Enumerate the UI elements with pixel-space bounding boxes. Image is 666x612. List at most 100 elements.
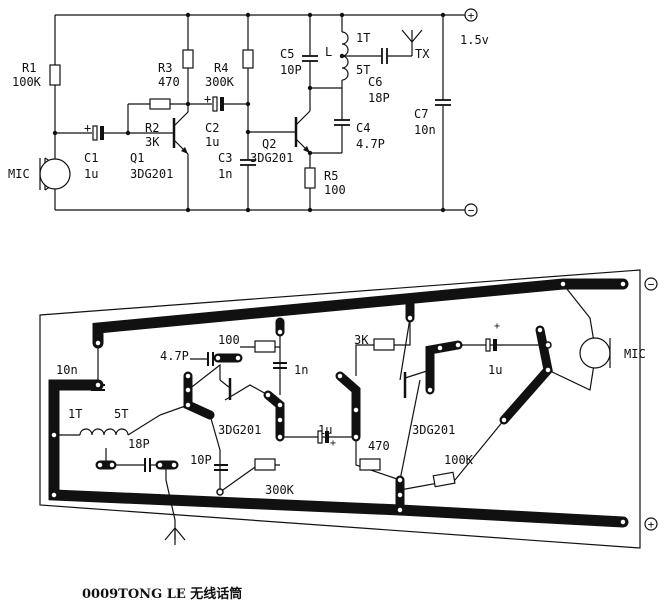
pcb-mic-pad-track [499, 325, 553, 425]
pcb-r2-resistor [373, 338, 395, 351]
pcb-c7-label: 10n [56, 363, 78, 377]
pcb-q2-base-lead [187, 363, 221, 391]
q1-collector [173, 111, 189, 127]
node-q2-base-feed [245, 101, 251, 107]
c4-value: 4.7P [356, 137, 385, 151]
q2-emitter-arrow [303, 146, 310, 153]
pcb-pads [50, 280, 627, 526]
c7-value: 10n [414, 123, 436, 137]
pcb-negative-terminal [644, 277, 658, 291]
pcb-r4-label: 300K [265, 483, 295, 497]
r4-value: 300K [205, 75, 235, 89]
pcb-r5-label: 100 [218, 333, 240, 347]
pcb-q2-base [219, 379, 231, 389]
pcb-c3-label: 1n [294, 363, 308, 377]
c3-ref: C3 [218, 151, 232, 165]
pcb-c2-capacitor [317, 430, 323, 444]
pcb-r2-label: 3K [354, 333, 369, 347]
pcb-coil-tap1-label: 1T [68, 407, 82, 421]
pcb-r3-lead [355, 437, 401, 481]
c5-ref: C5 [280, 47, 294, 61]
c2-plus: + [204, 92, 211, 106]
pcb-positive-terminal [644, 517, 658, 531]
pcb-r1-lead [399, 419, 505, 491]
coil-tap2: 5T [356, 63, 370, 77]
pcb-mic-lead-bottom [547, 357, 596, 391]
r5-resistor [304, 167, 316, 189]
node-c7-bottom [440, 207, 446, 213]
c1-ref: C1 [84, 151, 98, 165]
negative-terminal-schematic [464, 203, 478, 217]
pcb-coil [79, 428, 129, 436]
c2-value: 1u [205, 135, 219, 149]
pcb-c1-capacitor [485, 338, 491, 352]
pcb-q1-collector-lead [399, 317, 411, 381]
r5-value: 100 [324, 183, 346, 197]
r2-ref: R2 [145, 121, 159, 135]
q1-ref: Q1 [130, 151, 144, 165]
pcb-positive-sign: + [648, 518, 655, 531]
pcb-r3-label: 470 [368, 439, 390, 453]
pcb-q1-collector-track [425, 340, 463, 395]
antenna-label: TX [415, 47, 430, 61]
node-coil-top [339, 12, 345, 18]
coil-tap1: 1T [356, 31, 370, 45]
c2-plate-1 [212, 96, 218, 112]
pcb-r1-resistor [432, 471, 456, 488]
c7-ref: C7 [414, 107, 428, 121]
pcb-q2-label: 3DG201 [218, 423, 261, 437]
c2-plate-2 [220, 97, 224, 111]
c1-value: 1u [84, 167, 98, 181]
positive-terminal-sign: + [468, 9, 475, 22]
positive-terminal-schematic [464, 8, 478, 22]
pcb-q1-pad-track [335, 371, 361, 442]
antenna-symbol [401, 29, 423, 43]
pcb-antenna [164, 527, 186, 545]
node-r3-top [185, 12, 191, 18]
pcb-r4-resistor [254, 458, 276, 471]
node-r5-bottom [307, 207, 313, 213]
node-tank [307, 85, 313, 91]
c6-ref: C6 [368, 75, 382, 89]
schematic-diagram: + − 1.5v R1 100K MIC + C1 1u R2 3K [8, 8, 489, 217]
r2-value: 3K [145, 135, 160, 149]
r1-resistor [49, 64, 61, 86]
pcb-c5-label: 10P [190, 453, 212, 467]
pcb-coil-tap2-label: 5T [114, 407, 128, 421]
pcb-c1-plus: + [494, 321, 500, 332]
r3-ref: R3 [158, 61, 172, 75]
pcb-c1-plate-2 [493, 339, 497, 351]
r3-value: 470 [158, 75, 180, 89]
c1-plate-1 [92, 125, 98, 141]
c4-ref: C4 [356, 121, 370, 135]
node-c7-top [440, 12, 446, 18]
r4-resistor [242, 49, 254, 69]
pcb-coil-lead-right [127, 404, 189, 436]
pcb-positive-rail-track [48, 379, 629, 528]
node-r4-top [245, 12, 251, 18]
r1-value: 100K [12, 75, 42, 89]
pcb-negative-rail-track [92, 278, 629, 349]
pcb-c6-label: 18P [128, 437, 150, 451]
pcb-c4-label: 4.7P [160, 349, 189, 363]
pcb-c1-label: 1u [488, 363, 502, 377]
c1-plus: + [84, 121, 91, 135]
c3-value: 1n [218, 167, 232, 181]
pcb-outline [39, 269, 641, 549]
q1-emitter-arrow [181, 147, 188, 154]
pcb-c5-lead [209, 414, 221, 492]
r5-ref: R5 [324, 169, 338, 183]
mic-label: MIC [8, 167, 30, 181]
pcb-r3-resistor [359, 458, 381, 471]
q2-collector [295, 110, 311, 126]
pcb-r5-resistor [254, 340, 276, 353]
c2-ref: C2 [205, 121, 219, 135]
q2-value: 3DG201 [250, 151, 293, 165]
node-q1-emitter [185, 207, 191, 213]
pcb-microphone [579, 337, 611, 369]
pcb-negative-sign: − [648, 278, 655, 291]
figure-caption: 0009TONG LE 无线话筒 [82, 586, 242, 602]
supply-voltage-label: 1.5v [460, 33, 489, 47]
pcb-r1-label: 100K [444, 453, 474, 467]
